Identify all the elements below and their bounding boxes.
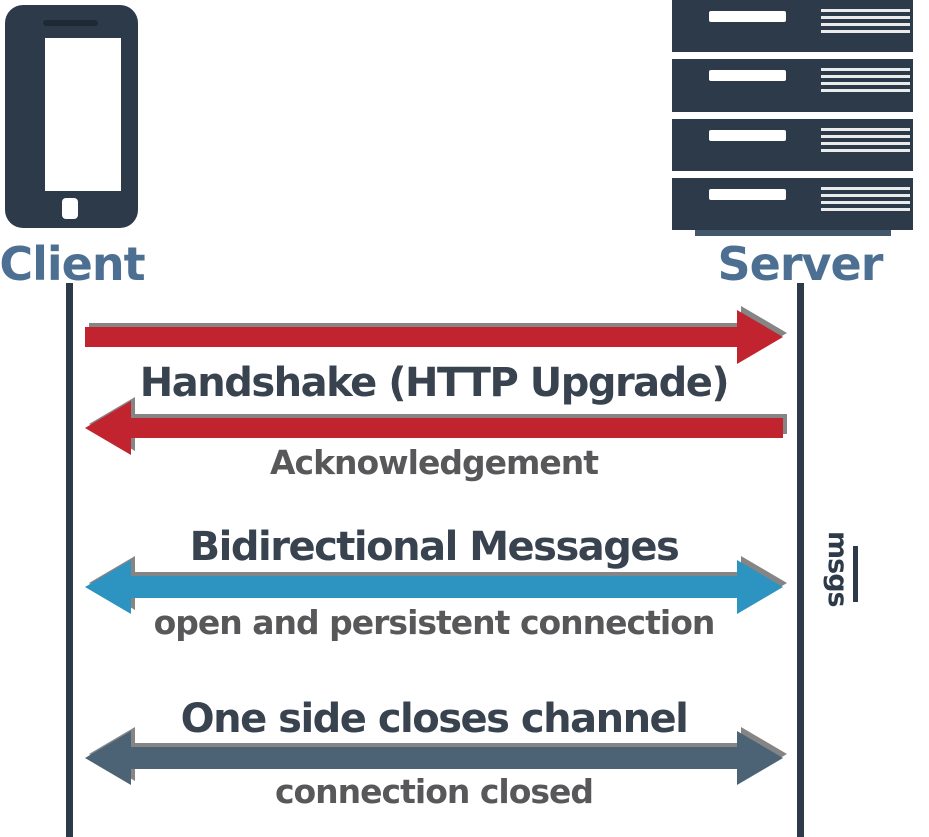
server-drive-slot (709, 70, 786, 82)
arrow-shaft (131, 418, 783, 438)
server-drive-slot (709, 129, 786, 141)
annotation-mark (853, 546, 858, 602)
bidirectional-arrow (85, 559, 783, 615)
server-unit (672, 59, 913, 112)
close-channel-title: One side closes channel (180, 696, 689, 742)
arrow-shaft (131, 747, 737, 769)
messages-annotation: msgs (822, 531, 853, 607)
server-drive-slot (709, 188, 786, 200)
arrowhead-left-icon (85, 560, 131, 614)
arrow-shaft (131, 576, 737, 598)
server-rack-icon (672, 0, 913, 230)
server-lifeline (797, 283, 804, 837)
server-label: Server (717, 237, 884, 291)
server-drive-slot (709, 11, 786, 22)
arrowhead-right-icon (737, 310, 783, 364)
client-phone-icon (5, 5, 138, 228)
close-channel-arrow (85, 730, 783, 786)
server-vents (821, 127, 910, 152)
client-lifeline (66, 283, 73, 837)
arrowhead-left-icon (85, 401, 131, 455)
phone-screen (45, 38, 121, 191)
close-channel-subtitle: connection closed (274, 772, 594, 811)
acknowledgement-arrow (85, 400, 783, 456)
phone-home-button (62, 198, 78, 219)
server-unit (672, 177, 913, 230)
server-vents (821, 68, 910, 93)
server-unit (672, 0, 913, 53)
server-vents (821, 9, 910, 33)
arrowhead-right-icon (737, 560, 783, 614)
arrow-shaft (85, 327, 737, 347)
phone-speaker (43, 20, 98, 26)
acknowledgement-label: Acknowledgement (269, 443, 599, 482)
server-base (695, 230, 891, 236)
arrowhead-left-icon (85, 731, 131, 785)
handshake-label: Handshake (HTTP Upgrade) (139, 360, 730, 406)
arrowhead-right-icon (737, 731, 783, 785)
bidirectional-subtitle: open and persistent connection (153, 603, 716, 642)
bidirectional-title: Bidirectional Messages (189, 524, 680, 570)
handshake-arrow (85, 309, 783, 365)
server-unit (672, 118, 913, 171)
client-label: Client (0, 237, 146, 291)
server-vents (821, 186, 910, 211)
